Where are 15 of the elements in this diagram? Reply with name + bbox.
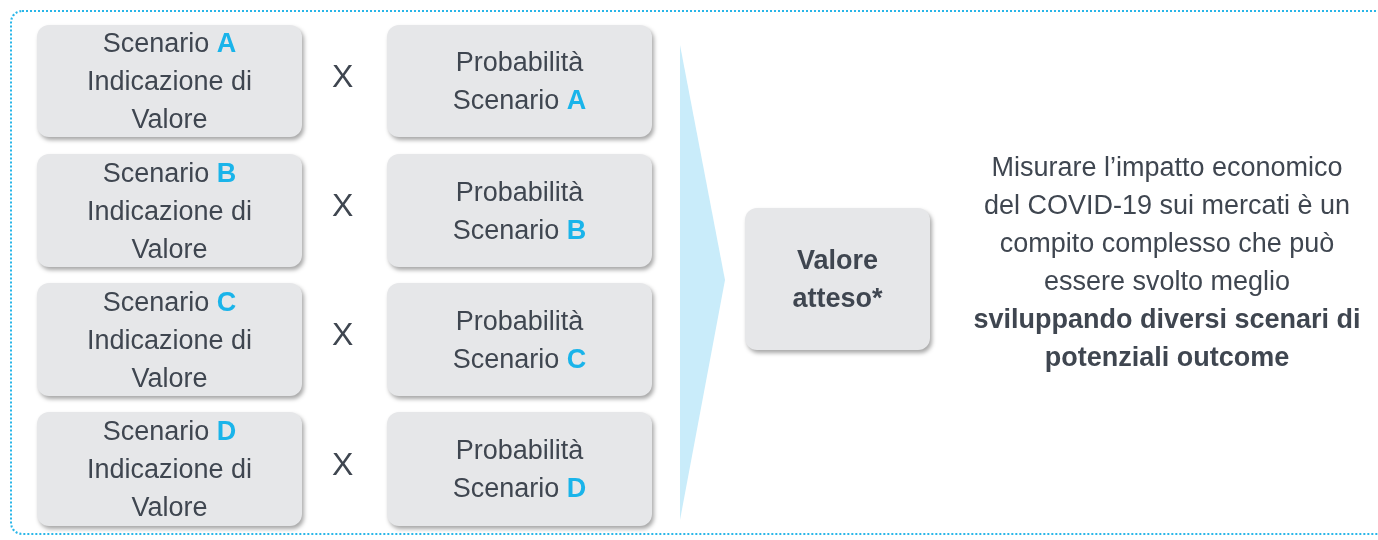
probability-box: Probabilità Scenario C [387,283,652,396]
probability-box: Probabilità Scenario A [387,25,652,137]
chevron-shape [680,45,725,520]
scenario-box: Scenario B Indicazione di Valore [37,154,302,267]
probability-box: Probabilità Scenario B [387,154,652,267]
multiply-sign: X [332,316,354,353]
scenario-box: Scenario A Indicazione di Valore [37,25,302,137]
description-paragraph: Misurare l’impatto economico del COVID-19 sui mercati è un compito complesso che può essere svolto meglio sviluppando diversi scenari di potenziali outcome [972,151,1362,374]
multiply-sign: X [332,58,354,95]
scenario-box: Scenario C Indicazione di Valore [37,283,302,396]
multiply-sign: X [332,187,354,224]
scenario-box: Scenario D Indicazione di Valore [37,412,302,526]
result-box: Valore atteso* [745,208,930,350]
probability-box: Probabilità Scenario D [387,412,652,526]
multiply-sign: X [332,446,354,483]
